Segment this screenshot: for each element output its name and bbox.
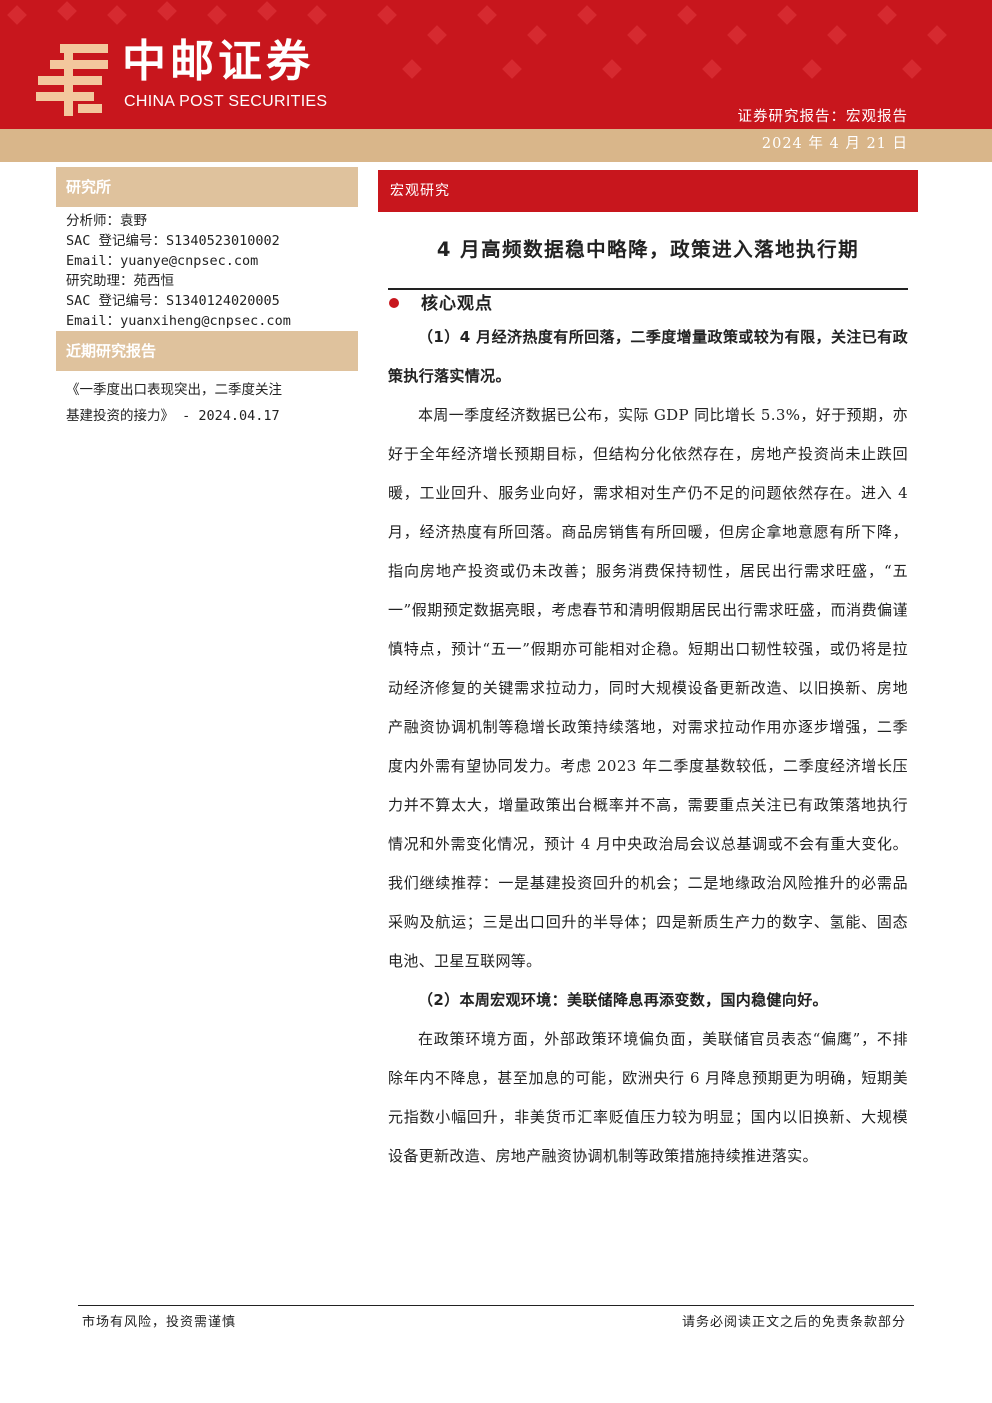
analyst-line: 分析师：袁野 (66, 213, 147, 229)
core-heading: 核心观点 (389, 291, 493, 317)
recent-report-line: 基建投资的接力》 - 2024.04.17 (66, 408, 280, 424)
date-band: 2024 年 4 月 21 日 (0, 129, 992, 162)
core-heading-text: 核心观点 (421, 294, 493, 314)
header-pattern (0, 0, 992, 129)
analyst-line: SAC 登记编号：S1340523010002 (66, 233, 280, 249)
analyst-line: 研究助理：苑西恒 (66, 273, 174, 289)
body-paragraph: 在政策环境方面，外部政策环境偏负面，美联储官员表态“偏鹰”，不排除年内不降息，甚… (388, 1030, 908, 1165)
brand-name-en: CHINA POST SECURITIES (124, 93, 328, 110)
analyst-email[interactable]: Email：yuanxiheng@cnpsec.com (66, 313, 291, 329)
footer-risk-note: 市场有风险，投资需谨慎 (82, 1315, 237, 1330)
report-body: （1）4 月经济热度有所回落，二季度增量政策或较为有限，关注已有政策执行落实情况… (388, 318, 908, 1176)
recent-report-link[interactable]: 《一季度出口表现突出，二季度关注 基建投资的接力》 - 2024.04.17 (66, 377, 358, 429)
body-paragraph: 本周一季度经济数据已公布，实际 GDP 同比增长 5.3%，好于预期，亦好于全年… (388, 406, 908, 970)
report-date: 2024 年 4 月 21 日 (761, 136, 908, 152)
analyst-email[interactable]: Email：yuanye@cnpsec.com (66, 253, 259, 269)
point-heading: （2）本周宏观环境：美联储降息再添变数，国内稳健向好。 (418, 991, 828, 1009)
footer-divider (78, 1305, 914, 1306)
point-heading: （1）4 月经济热度有所回落，二季度增量政策或较为有限，关注已有政策执行落实情况… (388, 328, 908, 385)
report-type: 证券研究报告：宏观报告 (737, 109, 908, 125)
title-divider (388, 288, 908, 290)
china-post-logo-icon (36, 44, 108, 116)
bullet-icon (389, 298, 399, 308)
section-tag: 宏观研究 (378, 170, 918, 212)
report-header: 中邮证券 CHINA POST SECURITIES 证券研究报告：宏观报告 (0, 0, 992, 129)
recent-reports-heading: 近期研究报告 (56, 331, 358, 371)
report-title: 4 月高频数据稳中略降，政策进入落地执行期 (436, 238, 860, 261)
brand-name-cn: 中邮证券 (122, 36, 314, 87)
analyst-info: 分析师：袁野 SAC 登记编号：S1340523010002 Email：yua… (66, 211, 358, 331)
institute-heading: 研究所 (56, 167, 358, 207)
footer-disclaimer-note: 请务必阅读正文之后的免责条款部分 (681, 1315, 906, 1330)
recent-report-line: 《一季度出口表现突出，二季度关注 (66, 382, 282, 398)
analyst-line: SAC 登记编号：S1340124020005 (66, 293, 280, 309)
